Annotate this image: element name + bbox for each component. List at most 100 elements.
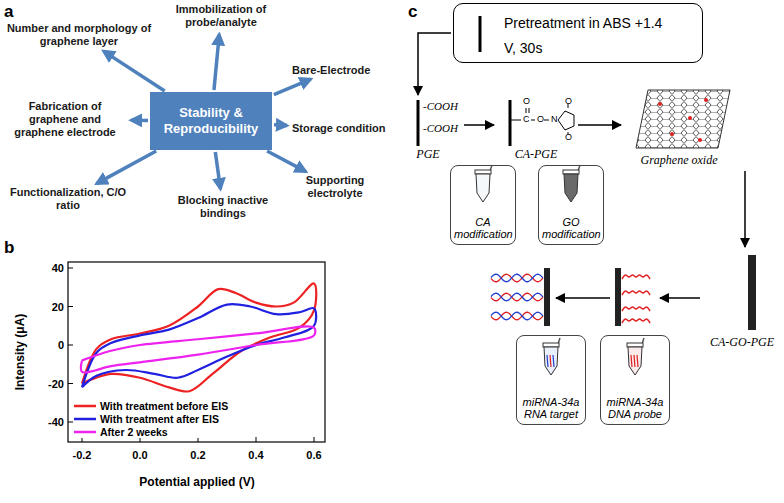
bond-line (526, 108, 527, 113)
axis-title: Potential applied (V) (139, 475, 254, 489)
tick-label: 20 (52, 301, 64, 313)
node-text: Pretreatment in ABS +1.4 V, 30s (504, 11, 669, 60)
tick-label: -20 (48, 378, 64, 390)
tube-body (564, 174, 578, 202)
tube-content (550, 355, 551, 367)
tick-mark (314, 437, 315, 442)
connector-arrow (267, 151, 306, 172)
legend-sample (74, 428, 96, 436)
helix-strand (491, 274, 543, 282)
legend-text: After 2 weeks (100, 426, 168, 438)
bond-line (511, 120, 521, 121)
tube-icon (475, 165, 492, 202)
helix-strand (491, 312, 543, 320)
oxygen-dot (698, 138, 702, 142)
factor-text: Functionalization, C/O ratio (8, 186, 128, 212)
legend-row: With treatment after EIS (74, 412, 231, 425)
electrode-bar (509, 100, 512, 146)
bond-line (531, 120, 535, 121)
step-box: miRNA-34a RNA target (516, 335, 586, 425)
tick-label: 0 (58, 339, 64, 351)
tick-label: 40 (52, 262, 64, 274)
tube-content (634, 355, 635, 367)
flow-arrow (660, 297, 700, 299)
electrode-bar (544, 268, 550, 326)
tick-label: -40 (48, 416, 64, 428)
electrode-bar (417, 100, 420, 146)
node-text: Storage condition (292, 122, 386, 135)
tick-mark (68, 345, 73, 346)
plot-frame (68, 262, 325, 442)
atom-label: O (523, 97, 530, 106)
factor-text: Storage condition (292, 122, 386, 135)
legend-row: After 2 weeks (74, 425, 231, 438)
connector-arrow (744, 171, 746, 247)
step-box: miRNA-34a DNA probe (600, 335, 670, 425)
node-text: miRNA-34a DNA probe (604, 396, 666, 421)
atom-label: C (523, 115, 530, 124)
graphene-sheet (636, 90, 730, 148)
oxygen-dot (704, 98, 708, 102)
tick-label: -0.2 (73, 449, 92, 461)
bond-line (565, 126, 574, 130)
connector-arrow (418, 33, 451, 95)
oxygen-dot (670, 132, 674, 136)
tube-content (631, 355, 632, 367)
legend-row: With treatment before EIS (74, 399, 231, 412)
tube-body (544, 347, 558, 375)
connector-arrow (131, 119, 148, 123)
connector-arrow (97, 151, 157, 184)
helix-strand (491, 312, 543, 320)
tube-content (637, 355, 638, 367)
factor-text: Bare-Electrode (292, 64, 370, 77)
tube-content (553, 355, 554, 367)
chem-group: -COOH (423, 100, 458, 112)
node-text: miRNA-34a RNA target (520, 396, 582, 421)
atom-label: O (537, 115, 544, 124)
factor-text: Immobilization of probe/analyte (165, 3, 277, 29)
connector-arrow (214, 34, 219, 90)
factor-text: Number and morphology of graphene layer (4, 22, 154, 48)
tube-icon (563, 165, 580, 202)
legend-text: With treatment after EIS (100, 413, 219, 425)
node-text: Fabrication of graphene and graphene ele… (4, 100, 126, 140)
oxygen-dot (658, 102, 662, 106)
helix-strand (491, 293, 543, 301)
tick-label: 0.6 (306, 449, 321, 461)
electrode: Graphene oxide (624, 88, 734, 168)
tick-label: 0.0 (132, 449, 147, 461)
node-text: CA modification (454, 216, 512, 241)
legend-sample (74, 402, 96, 410)
connector-arrow (215, 152, 220, 189)
flow-arrow (556, 297, 610, 299)
bond-line (565, 111, 574, 115)
chem-group: -COOH (423, 122, 458, 134)
connector-arrow (103, 51, 164, 91)
tube-content (547, 355, 548, 367)
electrode-bar (479, 16, 482, 52)
oxygen-dot (688, 116, 692, 120)
cv-curve (81, 326, 315, 372)
tube-body (628, 347, 642, 375)
factor-text: Supporting electrolyte (295, 174, 375, 200)
tick-label: 0.2 (190, 449, 205, 461)
connector-arrow (464, 124, 494, 126)
connector-arrow (274, 79, 311, 95)
tick-mark (68, 306, 73, 307)
tick-mark (68, 422, 73, 423)
node-text: Number and morphology of graphene layer (4, 22, 154, 48)
legend-line (74, 417, 96, 420)
legend-line (74, 430, 96, 433)
factor-text: Blocking inactive bindings (168, 194, 278, 220)
tube-icon (627, 338, 644, 375)
hub-box: Stability & Reproducibility (150, 92, 272, 150)
atom-label: O (565, 133, 572, 142)
panel-letter: c (408, 2, 417, 22)
node-text: Stability & Reproducibility (154, 105, 268, 138)
electrode: CA-PGE (497, 98, 575, 162)
bond-line (558, 120, 565, 130)
bond-line (529, 108, 530, 113)
step-box: GO modification (538, 165, 604, 245)
node-text: Bare-Electrode (292, 64, 370, 77)
electrode-bar (748, 255, 756, 330)
